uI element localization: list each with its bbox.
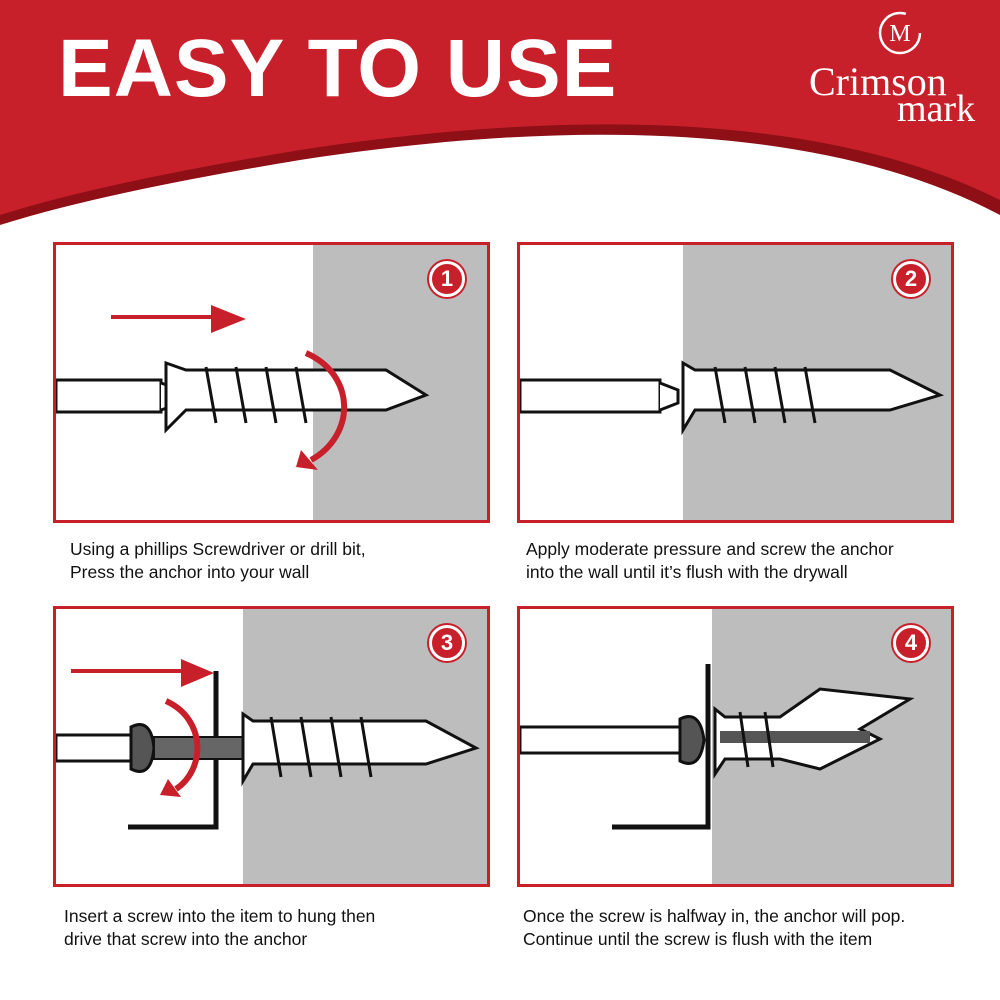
step-number-badge: 3 <box>429 625 465 661</box>
caption-line: Insert a screw into the item to hung the… <box>64 906 376 926</box>
brand-logo: M Crimson mark <box>805 6 995 130</box>
caption-line: Press the anchor into your wall <box>70 562 310 582</box>
header-banner: EASY TO USE M Crimson mark <box>0 0 1000 240</box>
step-1-caption: Using a phillips Screwdriver or drill bi… <box>70 538 366 584</box>
brand-name-line1: Crimson <box>809 59 947 104</box>
step-number-badge: 2 <box>893 261 929 297</box>
step-4-caption: Once the screw is halfway in, the anchor… <box>523 905 905 951</box>
step-1-illustration <box>56 305 430 470</box>
caption-line: into the wall until it’s flush with the … <box>526 562 848 582</box>
step-3-caption: Insert a screw into the item to hung the… <box>64 905 375 951</box>
caption-line: Using a phillips Screwdriver or drill bi… <box>70 539 366 559</box>
page-title: EASY TO USE <box>58 23 618 114</box>
step-4-illustration <box>520 664 915 830</box>
step-2-panel: 2 <box>517 242 954 523</box>
step-1-panel: 1 <box>53 242 490 523</box>
step-2-illustration <box>520 360 945 436</box>
caption-line: drive that screw into the anchor <box>64 929 308 949</box>
step-number-badge: 4 <box>893 625 929 661</box>
caption-line: Once the screw is halfway in, the anchor… <box>523 906 906 926</box>
step-number-badge: 1 <box>429 261 465 297</box>
banner-shape <box>0 0 1000 225</box>
caption-line: Apply moderate pressure and screw the an… <box>526 539 894 559</box>
caption-line: Continue until the screw is flush with t… <box>523 929 873 949</box>
svg-text:M: M <box>889 21 910 47</box>
step-3-illustration <box>56 659 480 830</box>
step-2-caption: Apply moderate pressure and screw the an… <box>526 538 894 584</box>
step-3-panel: 3 <box>53 606 490 887</box>
brand-name-line2: mark <box>897 88 976 130</box>
monogram-icon: M <box>878 11 922 55</box>
step-4-panel: 4 <box>517 606 954 887</box>
